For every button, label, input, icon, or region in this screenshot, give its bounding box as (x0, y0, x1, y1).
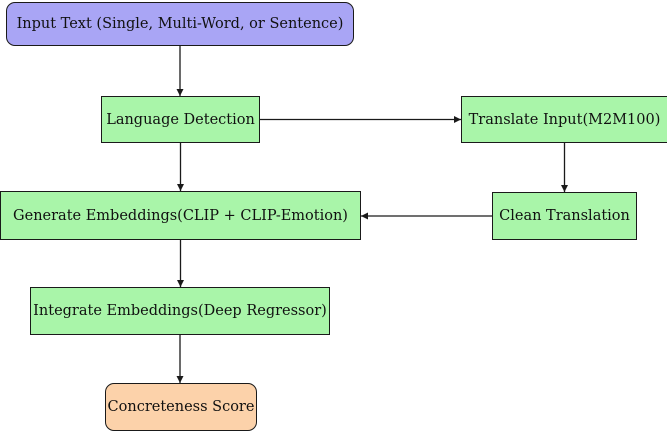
integrate-embeddings-label: Integrate Embeddings(Deep Regressor) (33, 303, 327, 319)
translate-input-label: Translate Input(M2M100) (468, 111, 661, 128)
language-detection-label: Language Detection (106, 111, 255, 128)
generate-embeddings-label: Generate Embeddings(CLIP + CLIP-Emotion) (13, 207, 348, 224)
input-text-node: Input Text (Single, Multi-Word, or Sente… (6, 2, 354, 46)
clean-translation-node: Clean Translation (492, 192, 637, 240)
input-text-label: Input Text (Single, Multi-Word, or Sente… (16, 16, 344, 32)
concreteness-score-node: Concreteness Score (105, 383, 257, 431)
concreteness-score-label: Concreteness Score (107, 399, 255, 415)
language-detection-node: Language Detection (101, 96, 260, 143)
clean-translation-label: Clean Translation (499, 208, 630, 224)
integrate-embeddings-node: Integrate Embeddings(Deep Regressor) (30, 287, 330, 335)
generate-embeddings-node: Generate Embeddings(CLIP + CLIP-Emotion) (0, 191, 361, 240)
translate-input-node: Translate Input(M2M100) (461, 96, 667, 143)
